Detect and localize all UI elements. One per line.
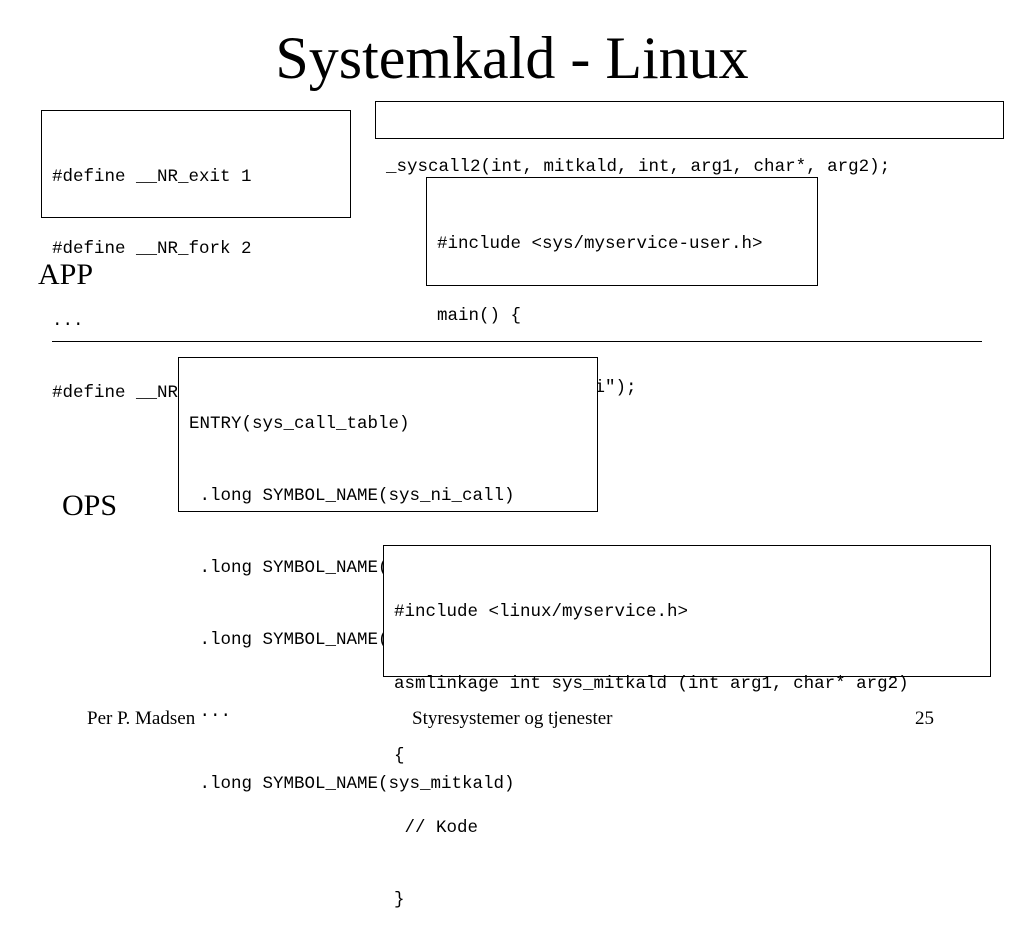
code-line: #include <sys/myservice-user.h> <box>437 234 763 254</box>
code-line: #include <linux/myservice.h> <box>394 602 689 622</box>
ops-label: OPS <box>62 489 118 522</box>
code-line: // Kode <box>394 818 479 838</box>
code-line: main() { <box>437 306 522 326</box>
code-line: _syscall2(int, mitkald, int, arg1, char*… <box>386 157 891 177</box>
syscall-table-code-box: ENTRY(sys_call_table) .long SYMBOL_NAME(… <box>178 357 598 794</box>
defines-code-box: #define __NR_exit 1 #define __NR_fork 2 … <box>41 110 351 403</box>
syscall-macro-code-box: _syscall2(int, mitkald, int, arg1, char*… <box>375 101 1004 177</box>
code-line: #define __NR_exit 1 <box>52 167 252 187</box>
footer-author: Per P. Madsen <box>87 708 196 729</box>
kernel-impl-code-box: #include <linux/myservice.h> asmlinkage … <box>383 545 991 910</box>
slide-title: Systemkald - Linux <box>275 25 749 91</box>
code-line: .long SYMBOL_NAME(sys_ni_call) <box>189 486 515 506</box>
code-line: ENTRY(sys_call_table) <box>189 414 410 434</box>
code-line: } <box>394 890 405 910</box>
user-program-code-box: #include <sys/myservice-user.h> main() {… <box>426 177 818 470</box>
app-label: APP <box>38 258 94 291</box>
code-line: asmlinkage int sys_mitkald (int arg1, ch… <box>394 674 909 694</box>
code-line: .long SYMBOL_NAME(sys_mitkald) <box>189 774 515 794</box>
footer-course: Styresystemer og tjenester <box>412 708 613 729</box>
code-line: ... <box>189 702 232 722</box>
code-line: ... <box>52 311 84 331</box>
code-line: { <box>394 746 405 766</box>
section-divider <box>52 341 982 342</box>
footer-page-number: 25 <box>915 708 934 729</box>
code-line: #define __NR_fork 2 <box>52 239 252 259</box>
